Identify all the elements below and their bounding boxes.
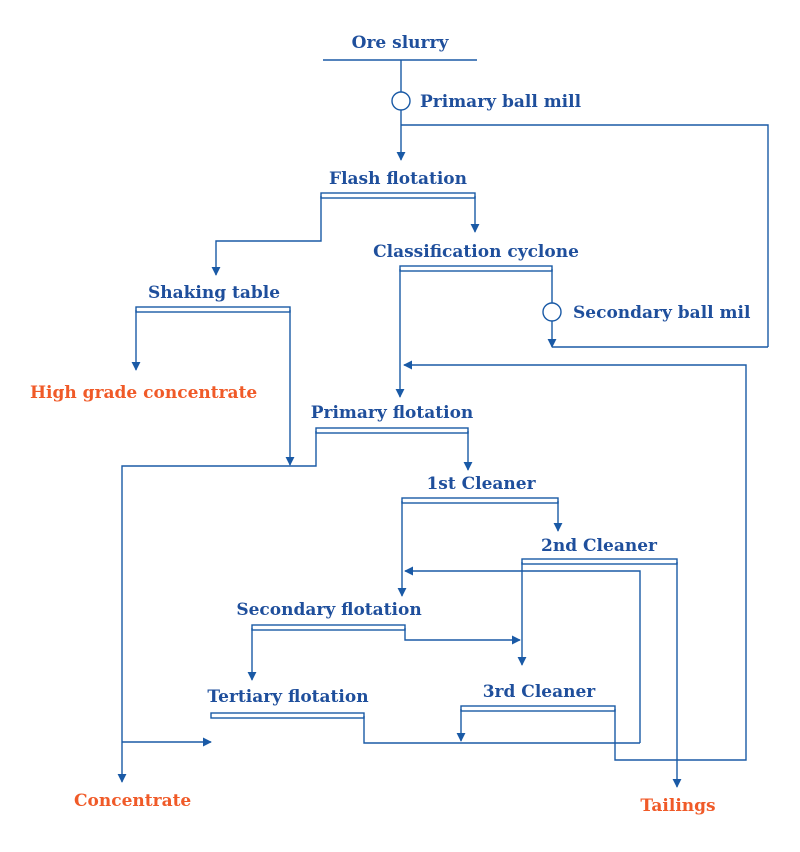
flow-cleaner-3-to-primary-flotation	[403, 360, 747, 761]
flow-primary-flotation-to-concentrate	[117, 431, 317, 783]
primary-flotation-label: Primary flotation	[311, 403, 474, 423]
flash-flotation-bar	[320, 192, 476, 199]
cleaner-2-label: 2nd Cleaner	[541, 536, 658, 556]
classification-cyclone-bar	[399, 265, 553, 272]
secondary-flotation-label: Secondary flotation	[236, 600, 421, 620]
primary-ball-mill-icon	[391, 91, 411, 111]
flow-flash-to-shaking-table	[211, 196, 322, 276]
cleaner-3-label: 3rd Cleaner	[483, 682, 597, 702]
primary-flotation-bar	[315, 427, 469, 434]
cleaner-2-bar	[521, 558, 678, 565]
primary-ball-mill-label: Primary ball mill	[420, 92, 582, 112]
high-grade-concentrate-label: High grade concentrate	[30, 383, 257, 403]
secondary-ball-mill-label: Secondary ball mil	[573, 303, 751, 323]
secondary-flotation-bar	[251, 624, 406, 631]
concentrate-label: Concentrate	[74, 791, 191, 811]
tertiary-flotation-bar	[210, 712, 365, 719]
secondary-ball-mill-icon	[542, 302, 562, 322]
tailings-label: Tailings	[640, 796, 715, 816]
flow-secondary-flotation-to-cleaner-3	[404, 628, 521, 645]
cleaner-1-label: 1st Cleaner	[426, 474, 536, 494]
tertiary-flotation-label: Tertiary flotation	[207, 687, 368, 707]
flash-flotation-label: Flash flotation	[329, 169, 467, 189]
ore-slurry-label: Ore slurry	[352, 33, 450, 53]
shaking-table-label: Shaking table	[148, 283, 280, 303]
flow-tertiary-tails-recycle	[363, 716, 640, 744]
cleaner-3-bar	[460, 705, 616, 712]
flow-recycle-to-secondary-flotation	[404, 566, 641, 743]
flow-recycle-to-primary-mill	[401, 124, 769, 347]
shaking-table-bar	[135, 306, 291, 313]
classification-cyclone-label: Classification cyclone	[373, 242, 579, 262]
cleaner-1-bar	[401, 497, 559, 504]
